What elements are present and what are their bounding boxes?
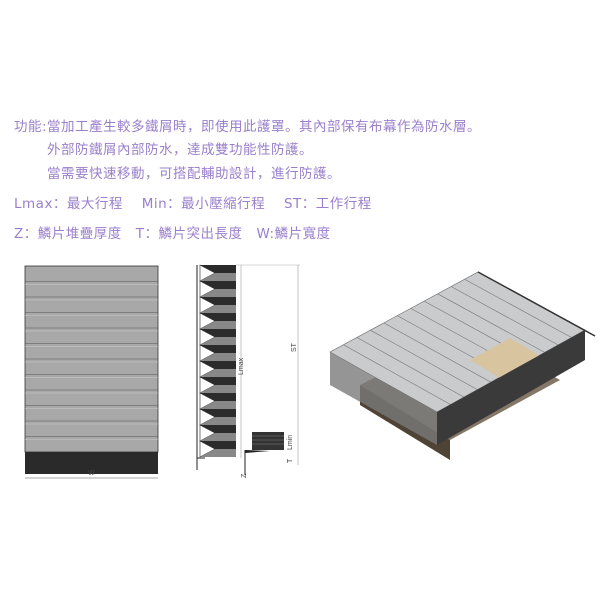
fold-dark	[200, 329, 236, 337]
fold-light	[200, 385, 236, 393]
legend-line-2: Z：鱗片堆疊厚度 T：鱗片突出長度 W:鱗片寬度	[14, 226, 331, 242]
fold-dark	[200, 377, 236, 385]
lmin-label: Lmin	[287, 435, 294, 450]
iso-slat-line	[370, 329, 478, 390]
fold-light	[200, 305, 236, 313]
fold-light	[200, 353, 236, 361]
st-label: ST	[291, 342, 298, 352]
w-label: W	[88, 470, 95, 477]
fold-dark	[200, 265, 236, 273]
fold-dark	[200, 297, 236, 305]
iso-slat-line	[356, 337, 465, 398]
fold-light	[200, 337, 236, 345]
side-view: Lmax ST Lmin T Z	[196, 264, 300, 478]
lmax-label: Lmax	[238, 357, 245, 375]
fold-light	[200, 273, 236, 281]
fold-dark	[200, 313, 236, 321]
iso-slat-line	[343, 344, 451, 405]
fold-dark	[200, 281, 236, 289]
fold-light	[200, 321, 236, 329]
iso-slat-line	[383, 322, 491, 383]
front-view: W	[24, 265, 159, 479]
iso-slat-line	[464, 279, 572, 338]
fold-light	[200, 433, 236, 441]
fold-dark	[200, 345, 236, 353]
description-line-3: 當需要快速移動，可搭配輔助設計，進行防護。	[47, 166, 341, 182]
fold-light	[200, 289, 236, 297]
z-label: Z	[241, 473, 248, 478]
description-line-1: 功能:當加工產生較多鐵屑時，即使用此護罩。其內部保有布幕作為防水層。	[14, 119, 482, 135]
iso-slat-line	[450, 286, 559, 346]
fold-light	[200, 449, 236, 457]
isometric-view	[329, 271, 596, 460]
legend-line-1: Lmax：最大行程 Min：最小壓縮行程 ST：工作行程	[14, 196, 372, 212]
fold-dark	[200, 425, 236, 433]
iso-slat-line	[437, 293, 545, 353]
fold-dark	[200, 393, 236, 401]
fold-dark	[200, 361, 236, 369]
fold-dark	[200, 441, 236, 449]
fold-light	[200, 417, 236, 425]
description-line-2: 外部防鐵屑內部防水，達成雙功能性防護。	[47, 142, 313, 158]
t-label: T	[287, 458, 294, 463]
fold-dark	[200, 409, 236, 417]
fold-light	[200, 369, 236, 377]
fold-light	[200, 401, 236, 409]
